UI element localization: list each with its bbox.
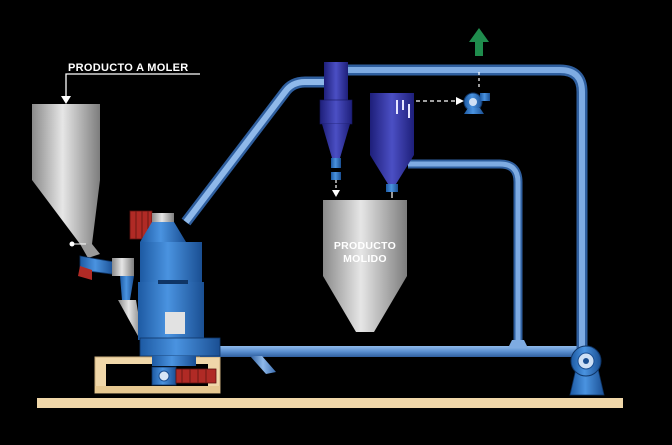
roller-mill bbox=[138, 222, 221, 366]
fan-icon bbox=[463, 92, 490, 114]
output-label-line1: PRODUCTO bbox=[333, 240, 397, 252]
floor-base bbox=[37, 398, 623, 408]
filter-exhaust-line bbox=[416, 97, 464, 105]
output-label-line2: MOLIDO bbox=[343, 253, 387, 265]
input-product-label: PRODUCTO A MOLER bbox=[68, 62, 189, 74]
feed-hopper bbox=[32, 104, 100, 258]
cyclone-separator bbox=[319, 62, 353, 180]
product-drop-lines bbox=[332, 180, 393, 198]
mill-drive-motor bbox=[151, 366, 217, 386]
arrow-up-icon bbox=[469, 28, 489, 56]
return-air-duct-bottom bbox=[200, 346, 590, 357]
mill-to-cyclone-duct bbox=[181, 76, 326, 226]
product-silo bbox=[323, 200, 407, 332]
screw-feeder bbox=[69, 241, 142, 336]
main-fan bbox=[569, 345, 605, 396]
input-arrow bbox=[61, 73, 200, 104]
bag-filter bbox=[370, 93, 414, 192]
output-product-label: PRODUCTO MOLIDO bbox=[323, 240, 407, 266]
filter-air-duct bbox=[408, 159, 523, 340]
duct-drain-spout bbox=[250, 356, 276, 374]
